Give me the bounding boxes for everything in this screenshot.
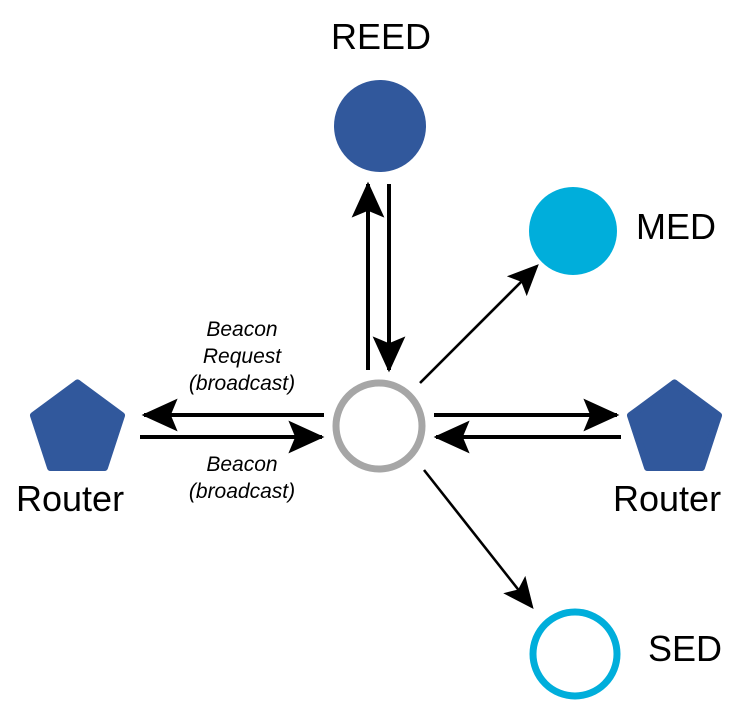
node-center-device[interactable]: [332, 379, 426, 473]
node-med[interactable]: [529, 187, 617, 275]
node-label-reed: REED: [331, 16, 432, 57]
node-sed[interactable]: [529, 608, 621, 700]
edge-label-beacon-request: Beacon Request (broadcast): [188, 318, 296, 395]
node-router-right[interactable]: [627, 379, 722, 471]
node-router-left[interactable]: [30, 379, 125, 471]
node-reed[interactable]: [334, 80, 426, 172]
edge-center-to-sed: [422, 469, 534, 610]
node-label-router-right: Router: [613, 478, 722, 519]
edge-label-beacon: Beacon (broadcast): [188, 453, 296, 503]
node-label-sed: SED: [648, 628, 723, 669]
node-label-med: MED: [636, 206, 716, 247]
node-label-router-left: Router: [16, 478, 125, 519]
edge-center-to-med: [419, 264, 539, 384]
